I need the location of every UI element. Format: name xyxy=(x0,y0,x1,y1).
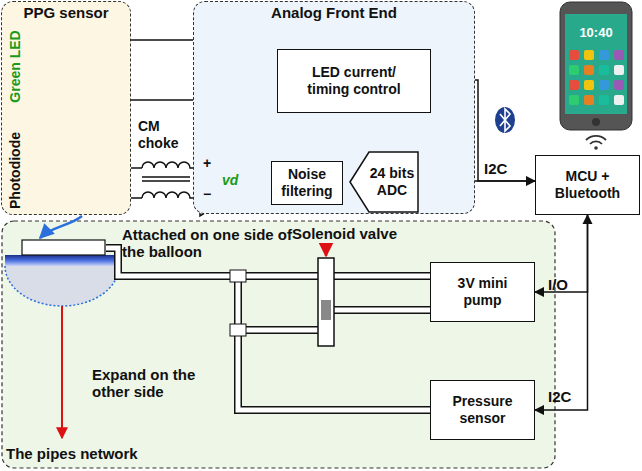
led-label: Green LED xyxy=(7,22,24,112)
process-box: Noise filtering xyxy=(271,161,343,205)
photodiode-label: Photodiode xyxy=(7,126,24,216)
mcu-box: MCU + Bluetooth xyxy=(535,155,640,215)
pin-sign: − xyxy=(203,186,215,203)
signal-name: I/O xyxy=(548,276,568,293)
app-icon xyxy=(584,50,594,60)
connector xyxy=(535,215,588,292)
adc-outline xyxy=(350,152,418,212)
balloon xyxy=(5,216,119,438)
signal-name: I2C xyxy=(484,160,507,177)
app-icon xyxy=(569,65,579,75)
smartphone xyxy=(560,2,632,150)
choke-label: CM choke xyxy=(138,118,188,152)
app-icon xyxy=(614,80,624,90)
cm-choke xyxy=(142,162,200,198)
app-icon xyxy=(569,95,579,105)
app-icon xyxy=(599,95,609,105)
node-label: MCU + Bluetooth xyxy=(542,168,633,202)
wifi-symbol xyxy=(586,136,606,144)
app-icon xyxy=(614,65,624,75)
group-title: PPG sensor xyxy=(23,4,108,21)
app-icon xyxy=(614,95,624,105)
note: The pipes network xyxy=(6,445,166,462)
app-icon xyxy=(584,95,594,105)
app-icon xyxy=(569,80,579,90)
pin-sign: + xyxy=(203,155,215,172)
process-box: LED current/ timing control xyxy=(277,49,431,113)
bluetooth-icon xyxy=(495,107,515,133)
part-name: Solenoid valve xyxy=(292,225,422,242)
node-label: LED current/ timing control xyxy=(298,64,410,98)
app-icon xyxy=(599,80,609,90)
app-icon xyxy=(599,50,609,60)
connector xyxy=(535,215,588,410)
pneumatic-group xyxy=(2,221,555,468)
node-label: Pressure sensor xyxy=(439,393,526,427)
node-label: 3V mini pump xyxy=(449,275,516,309)
adc-block: 24 bits ADC xyxy=(349,151,419,213)
signal-name: I2C xyxy=(548,388,571,405)
app-icon xyxy=(584,80,594,90)
node-label: 24 bits ADC xyxy=(367,165,417,199)
note: Expand on the other side xyxy=(92,366,227,400)
group-title: Analog Front End xyxy=(271,4,397,21)
pump-box: 3V mini pump xyxy=(430,262,535,322)
node-label: Noise filtering xyxy=(275,166,339,200)
phone-clock: 10:40 xyxy=(571,24,621,41)
solenoid-valve xyxy=(318,244,334,346)
app-icon xyxy=(614,50,624,60)
app-icon xyxy=(584,65,594,75)
signal-name: vd xyxy=(222,172,244,189)
sensor-box: Pressure sensor xyxy=(430,380,535,440)
app-icon xyxy=(569,50,579,60)
note: Attached on one side of the balloon xyxy=(122,226,302,260)
app-icon xyxy=(599,65,609,75)
